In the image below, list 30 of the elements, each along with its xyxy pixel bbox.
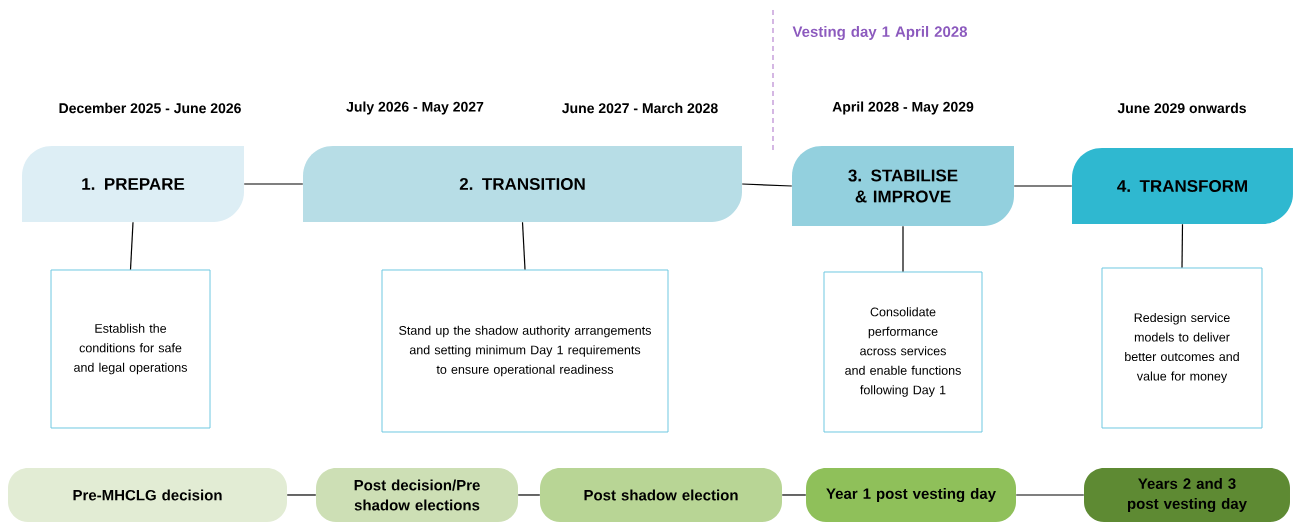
date-label: December 2025 - June 2026 <box>59 102 241 114</box>
phase-box: 1. PREPARE <box>22 146 244 222</box>
date-label: April 2028 - May 2029 <box>832 101 974 115</box>
connector-line <box>129 221 134 271</box>
connector-line <box>517 494 541 496</box>
phase-box: 2. TRANSITION <box>303 146 742 222</box>
connector-line <box>1181 223 1184 269</box>
connector-line <box>286 494 317 496</box>
stage-pill: Pre-MHCLG decision <box>8 468 287 522</box>
connector-line <box>1013 185 1073 187</box>
date-label: June 2029 onwards <box>1117 102 1246 114</box>
connector-line <box>1015 494 1085 496</box>
connector-line <box>741 183 793 187</box>
date-label: June 2027 - March 2028 <box>562 102 718 114</box>
phase-box: 3. STABILISE & IMPROVE <box>792 146 1014 226</box>
stage-pill: Post decision/Pre shadow elections <box>316 468 518 522</box>
milestone-label: Vesting day 1 April 2028 <box>792 26 968 41</box>
connector-line <box>902 225 904 273</box>
date-label: July 2026 - May 2027 <box>346 101 484 115</box>
description-box: Establish the conditions for safe and legal operations <box>50 269 211 429</box>
description-box: Stand up the shadow authority arrangements and setting minimum Day 1 requirements to ensure operational readiness <box>381 269 669 433</box>
stage-pill: Years 2 and 3 post vesting day <box>1084 468 1290 522</box>
description-box: Consolidate performance across services and enable functions following Day 1 <box>823 271 983 433</box>
description-box: Redesign service models to deliver better outcomes and value for money <box>1101 267 1263 429</box>
stage-pill: Post shadow election <box>540 468 782 522</box>
connector-line <box>243 183 304 185</box>
stage-pill: Year 1 post vesting day <box>806 468 1016 522</box>
phase-box: 4. TRANSFORM <box>1072 148 1293 224</box>
connector-line <box>521 221 526 271</box>
connector-line <box>781 494 807 496</box>
